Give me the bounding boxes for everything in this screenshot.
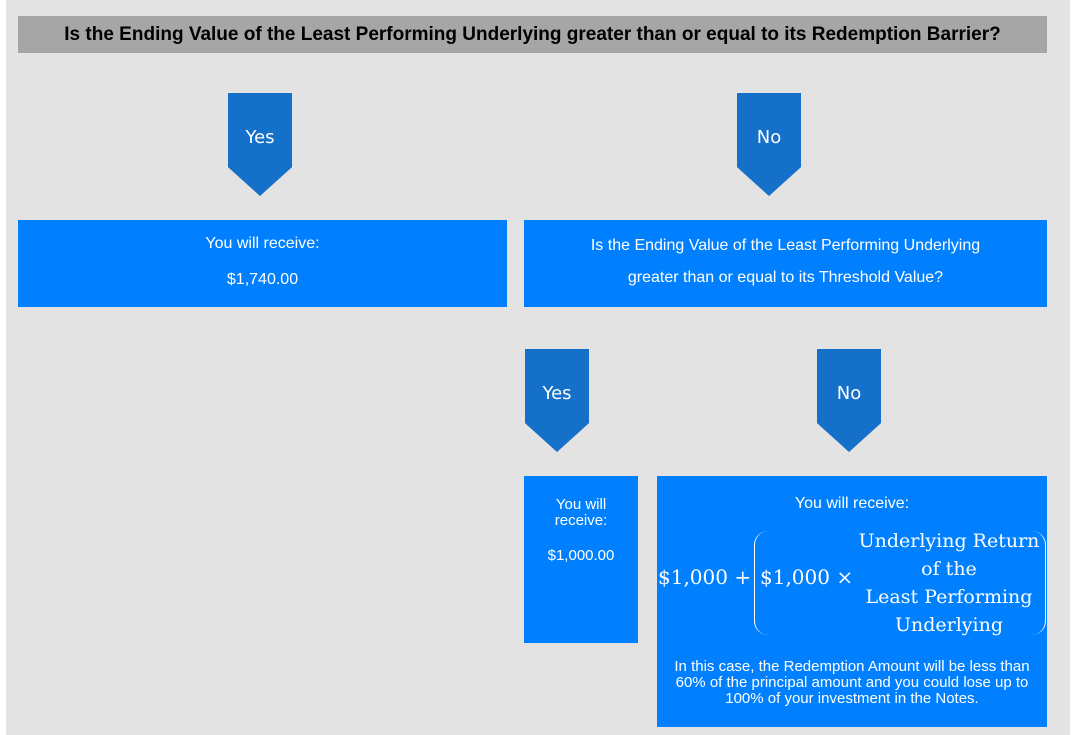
fraction-line-4: Underlying xyxy=(894,614,1004,636)
formula-multiplier-term: $1,000 × xyxy=(760,565,854,589)
threshold-question-box: Is the Ending Value of the Least Perform… xyxy=(524,220,1047,307)
loss-note: In this case, the Redemption Amount will… xyxy=(657,659,1047,707)
no-label-1: No xyxy=(756,127,782,148)
underlying-return-fraction: Underlying Return of the Least Performin… xyxy=(853,527,1045,639)
loss-formula-box: You will receive: $1,000 + $1,000 × Unde… xyxy=(657,476,1047,727)
loss-note-line1: In this case, the Redemption Amount will… xyxy=(674,658,1030,675)
question-title: Is the Ending Value of the Least Perform… xyxy=(64,23,1001,45)
no-label-2: No xyxy=(836,383,862,404)
threshold-question-line2: greater than or equal to its Threshold V… xyxy=(627,269,944,286)
receive-label-line2: receive: xyxy=(554,512,608,529)
receive-amount-1000: $1,000.00 xyxy=(547,547,615,564)
fraction-line-3: Least Performing xyxy=(865,586,1033,608)
loss-note-line3: 100% of your investment in the Notes. xyxy=(725,690,979,707)
threshold-question-line1: Is the Ending Value of the Least Perform… xyxy=(590,237,981,254)
receive-label-line1: You will xyxy=(555,496,607,513)
receive-box-1740: You will receive: $1,740.00 xyxy=(18,220,507,307)
formula-base-term: $1,000 + xyxy=(658,565,752,589)
loss-note-line2: 60% of the principal amount and you coul… xyxy=(675,674,1029,691)
yes-label-2: Yes xyxy=(542,383,572,404)
fraction-line-2: of the xyxy=(921,558,977,580)
question-title-bar: Is the Ending Value of the Least Perform… xyxy=(18,16,1047,53)
receive-label: You will receive: xyxy=(205,235,320,252)
right-parenthesis xyxy=(1031,531,1046,635)
fraction-line-1: Underlying Return xyxy=(858,530,1040,552)
receive-amount: $1,740.00 xyxy=(226,271,299,288)
receive-box-1000: You will receive: $1,000.00 xyxy=(524,476,638,643)
left-parenthesis xyxy=(754,531,769,635)
loss-receive-label: You will receive: xyxy=(794,495,910,512)
yes-label-1: Yes xyxy=(245,127,275,148)
